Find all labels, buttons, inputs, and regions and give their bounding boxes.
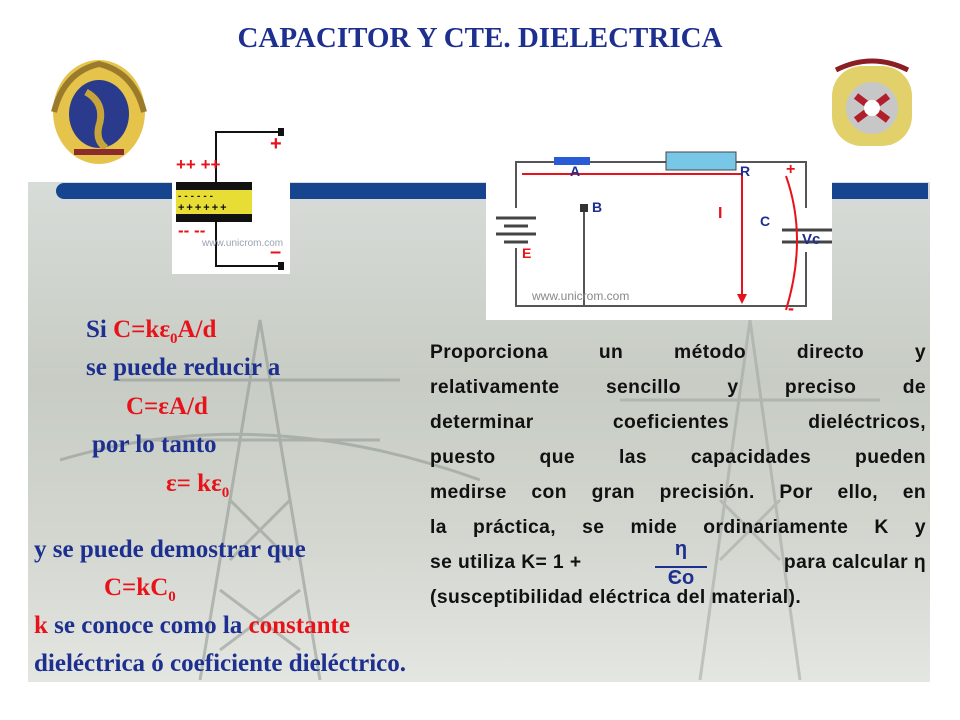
circuit-label-plus: + xyxy=(786,161,795,178)
formula-line-3: C=εA/d xyxy=(126,393,208,420)
bottom-line-1: k se conoce como la constante xyxy=(34,612,350,640)
formula-a-d: A/d xyxy=(177,316,217,343)
circuit-label-r: R xyxy=(740,163,750,179)
formula-line-2: se puede reducir a xyxy=(86,354,281,381)
para-line-7: se utiliza K= 1 + para calcular η xyxy=(430,545,926,580)
para-line-3: determinar coeficientes dieléctricos, xyxy=(430,412,926,433)
para-line-7-suffix: para calcular η xyxy=(783,552,926,573)
formula-line-1: Si C=kε0A/d xyxy=(86,316,216,348)
bottom-mid: se conoce como la xyxy=(47,612,249,639)
bottom-k: k xyxy=(34,612,48,639)
formula-sub-0: 0 xyxy=(170,331,178,347)
circuit-label-vc: Vc xyxy=(802,231,820,248)
formula-line-5: ε= kε0 xyxy=(166,470,229,502)
unam-seal-icon xyxy=(51,60,147,164)
circuit-label-e: E xyxy=(522,245,531,261)
formula-sub-0c: 0 xyxy=(168,589,176,605)
formula-sub-0b: 0 xyxy=(221,485,230,501)
bottom-constante: constante xyxy=(248,612,350,639)
fraction-bar xyxy=(655,566,707,568)
capacitor-plus-sign: + xyxy=(270,133,282,155)
ingenieria-seal-icon xyxy=(832,58,912,146)
formula-line-6: y se puede demostrar que xyxy=(34,536,306,563)
circuit-label-a: A xyxy=(570,163,580,179)
page-title: CAPACITOR Y CTE. DIELECTRICA xyxy=(237,22,723,54)
capacitor-plus-row: ++++++ xyxy=(178,202,229,214)
capacitor-watermark: www.unicrom.com xyxy=(201,238,283,249)
para-line-7-prefix: se utiliza K= 1 + xyxy=(430,552,582,573)
formula-eps-keps: ε= kε xyxy=(166,470,222,497)
para-line-1: Proporciona un método directo y xyxy=(430,342,926,363)
formula-si: Si xyxy=(86,316,114,343)
circuit-watermark: www.unicrom.com xyxy=(531,289,629,303)
description-paragraph: Proporciona un método directo y relativa… xyxy=(430,335,926,615)
para-line-4: puesto que las capacidades pueden xyxy=(430,447,926,468)
para-line-5: medirse con gran precisión. Por ello, en xyxy=(430,482,926,503)
header-band-left xyxy=(56,183,174,199)
circuit-label-i: I xyxy=(718,205,722,222)
bottom-line-2: dieléctrica ó coeficiente dieléctrico. xyxy=(34,650,407,677)
capacitor-minus-row: ------ xyxy=(178,191,216,202)
formula-c-keps: C=kε xyxy=(113,316,170,343)
circuit-label-b: B xyxy=(592,199,602,215)
formula-line-7: C=kC0 xyxy=(104,574,176,606)
rc-circuit-diagram: A B R I C E Vc + - www.unicrom.com xyxy=(486,148,832,320)
power-tower-illustration-right xyxy=(620,319,880,680)
formula-line-4: por lo tanto xyxy=(92,431,217,458)
capacitor-minus-bottom: -- -- xyxy=(178,221,205,240)
capacitor-plus-top: ++ ++ xyxy=(176,155,221,174)
fraction-numerator: η xyxy=(674,538,688,560)
capacitor-diagram: ++ ++ ------ ++++++ -- -- + – www.unicro… xyxy=(172,124,290,274)
para-line-6: la práctica, se mide ordinariamente K y xyxy=(430,517,926,538)
header-band-mid xyxy=(290,183,486,199)
para-line-8: (susceptibilidad eléctrica del material)… xyxy=(430,587,802,608)
circuit-label-minus: - xyxy=(788,298,794,318)
para-line-2: relativamente sencillo y preciso de xyxy=(430,377,926,398)
power-tower-illustration xyxy=(60,319,480,680)
formula-c-kc: C=kC xyxy=(104,574,169,601)
circuit-label-c: C xyxy=(760,213,770,229)
fraction-denominator: Єo xyxy=(667,567,695,589)
capacitor-minus-sign: – xyxy=(270,241,281,263)
header-band-right xyxy=(832,183,928,199)
